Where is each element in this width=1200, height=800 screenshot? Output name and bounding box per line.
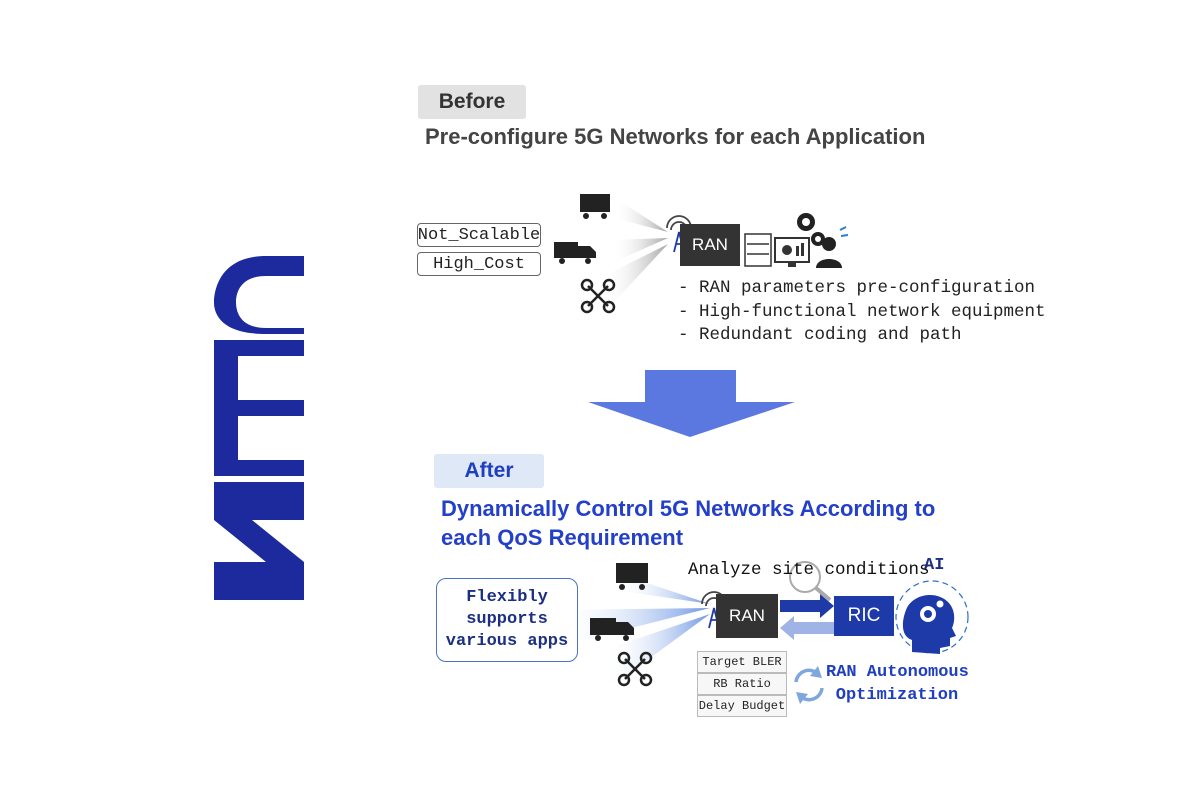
ran-ric-arrows [780,594,834,640]
server-icon [744,233,772,267]
truck-icon [580,194,610,219]
before-bullets: - RAN parameters pre-configuration - High… [678,277,1046,348]
after-heading: Dynamically Control 5G Networks Accordin… [441,494,935,552]
operator-person-icon [816,226,849,268]
magnifier-icon [789,561,832,602]
bullet-2: - High-functional network equipment [678,301,1046,322]
truck-icon-after [616,563,648,590]
analyze-site-label: Analyze site conditions [688,560,930,580]
flexible-line-2: supports [466,610,548,629]
logo-letter-c [214,256,304,334]
bullet-1: - RAN parameters pre-configuration [678,278,1036,298]
param-rb-ratio: RB Ratio [697,673,787,695]
not-scalable-box: Not_Scalable [417,223,541,247]
after-tag: After [434,454,544,488]
before-beams [604,200,668,302]
before-tag: Before [418,85,526,119]
autonomy-line-2: Optimization [835,686,959,705]
param-delay-budget: Delay Budget [697,695,787,717]
monitor-icon [774,237,810,267]
flexible-line-1: Flexibly [466,588,548,607]
after-heading-line-2: each QoS Requirement [441,525,684,550]
flexible-support-box: Flexibly supports various apps [436,578,578,662]
refresh-icon [794,666,824,704]
autonomy-line-1: RAN Autonomous [826,663,969,682]
flexible-line-3: various apps [445,632,569,651]
after-heading-line-1: Dynamically Control 5G Networks Accordin… [441,496,936,521]
gear-icon [797,213,825,246]
param-target-bler: Target BLER [697,651,787,673]
before-heading: Pre-configure 5G Networks for each Appli… [425,124,926,149]
ran-label-before: RAN [680,224,740,266]
ai-head-icon [895,580,969,654]
ric-label: RIC [834,596,894,636]
ran-label-after: RAN [716,594,778,638]
drone-icon [580,278,616,314]
delivery-truck-icon [554,242,596,264]
nec-logo [214,256,304,600]
transition-arrow [588,370,795,437]
logo-letter-n [214,482,304,600]
high-cost-box: High_Cost [417,252,541,276]
logo-letter-e [214,340,304,476]
delivery-truck-icon-after [590,618,634,641]
bullet-3: - Redundant coding and path [678,325,962,345]
ran-autonomous-optimization: RAN Autonomous Optimization [826,661,969,707]
ai-label: AI [924,556,945,575]
drone-icon-after [617,651,653,687]
